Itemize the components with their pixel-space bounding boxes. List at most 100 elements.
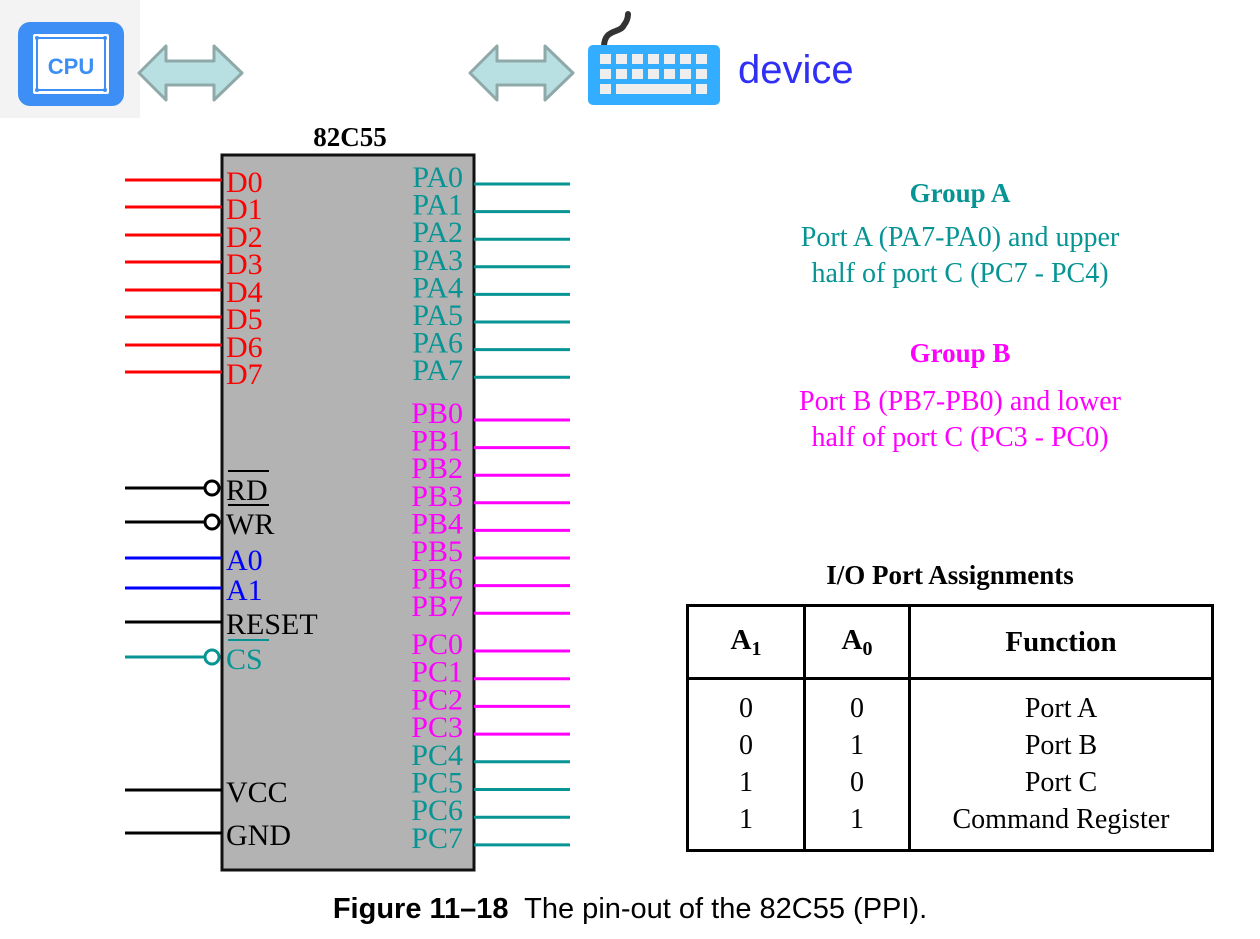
pin-pc5: PC5: [411, 767, 570, 800]
pin-label: PB7: [411, 590, 463, 623]
pin-pc2: PC2: [411, 683, 570, 716]
pin-pa5: PA5: [412, 299, 570, 332]
group-a-title: Group A: [909, 178, 1011, 208]
pin-label: D0: [226, 166, 263, 199]
keyboard-key: [632, 54, 643, 64]
pin-d1: D1: [125, 193, 263, 226]
pin-d7: D7: [125, 358, 263, 391]
pin-gnd: GND: [125, 819, 291, 852]
header-a0: A0: [804, 607, 911, 680]
table-cell-a0: 1: [850, 730, 864, 761]
pin-pa4: PA4: [412, 271, 570, 304]
pin-pa7: PA7: [412, 354, 570, 387]
keyboard-key: [616, 69, 627, 79]
pin-pa3: PA3: [412, 244, 570, 277]
keyboard-icon: [588, 11, 720, 105]
pin-label: PA1: [412, 189, 463, 222]
table-cell-a1: 0: [739, 730, 753, 761]
keyboard-key: [648, 54, 659, 64]
device-label: device: [738, 48, 854, 92]
pin-pa1: PA1: [412, 189, 570, 222]
pin-label: D2: [226, 221, 263, 254]
pin-label: PA6: [412, 327, 463, 360]
keyboard-key: [600, 69, 611, 79]
table-cell-a0: 0: [850, 767, 864, 798]
pin-label: D4: [226, 276, 263, 309]
left-double-arrow-icon: [137, 44, 244, 102]
table-cell-a1: 0: [739, 693, 753, 724]
pin-pb3: PB3: [411, 480, 570, 513]
pin-reset: RESET: [125, 608, 318, 641]
pin-d5: D5: [125, 303, 263, 336]
pin-label: PC0: [411, 628, 463, 661]
pin-label: PB3: [411, 480, 463, 513]
pin-d2: D2: [125, 221, 263, 254]
keyboard-key: [600, 84, 611, 94]
pin-label: VCC: [226, 776, 288, 809]
pin-pb4: PB4: [411, 507, 570, 540]
pin-label: D3: [226, 248, 263, 281]
keyboard-key: [632, 69, 643, 79]
group-b-line-2: half of port C (PC3 - PC0): [811, 422, 1109, 453]
pin-label: PC2: [411, 683, 463, 716]
function-column: Port A Port B Port C Command Register: [910, 679, 1212, 850]
pin-label: D6: [226, 331, 263, 364]
a1-column: 0 0 1 1: [689, 678, 806, 849]
table-cell-function: Port A: [1024, 693, 1098, 724]
group-a-description: Port A (PA7-PA0) and upper half of port …: [700, 220, 1220, 292]
table-cell-function: Port B: [1024, 730, 1098, 761]
pin-pb6: PB6: [411, 563, 570, 596]
pin-label: GND: [226, 819, 291, 852]
pin-label: PB1: [411, 425, 463, 458]
pin-a1: A1: [125, 574, 263, 607]
pin-label: D1: [226, 193, 263, 226]
a0-column: 0 1 0 1: [804, 678, 911, 849]
pin-label: WR: [226, 508, 274, 541]
pin-pc1: PC1: [411, 656, 570, 689]
group-b-title: Group B: [909, 338, 1011, 368]
pin-label: A1: [226, 574, 263, 607]
pin-label: PA5: [412, 299, 463, 332]
pin-pc0: PC0: [411, 628, 570, 661]
pin-cs: CS: [125, 639, 269, 676]
pin-label: PC7: [411, 822, 463, 855]
active-low-bubble-icon: [203, 479, 221, 497]
pin-label: PA0: [412, 161, 463, 194]
pin-label: PC5: [411, 767, 463, 800]
pin-label: RESET: [226, 608, 318, 641]
pin-pa0: PA0: [412, 161, 570, 194]
pin-label: PC4: [411, 739, 463, 772]
group-a-line-2: half of port C (PC7 - PC4): [811, 258, 1109, 289]
pin-label: PB0: [411, 397, 463, 430]
pin-pb5: PB5: [411, 535, 570, 568]
active-low-bubble-icon: [203, 513, 221, 531]
keyboard-key: [648, 69, 659, 79]
keyboard-key: [600, 54, 611, 64]
right-double-arrow-icon: [468, 44, 575, 102]
pin-label: D7: [226, 358, 263, 391]
table-cell-function: Port C: [1024, 767, 1098, 798]
chip-title: 82C55: [313, 122, 387, 152]
pin-d6: D6: [125, 331, 263, 364]
pin-pc3: PC3: [411, 711, 570, 744]
pin-label: PA7: [412, 354, 463, 387]
cpu-icon: CPU: [18, 22, 124, 106]
table-header-row: A1 A0 Function: [689, 607, 1211, 680]
header-a1: A1: [689, 607, 806, 680]
pin-d3: D3: [125, 248, 263, 281]
pin-pb7: PB7: [411, 590, 570, 623]
keyboard-key: [696, 84, 707, 94]
keyboard-key: [664, 69, 675, 79]
group-b-line-1: Port B (PB7-PB0) and lower: [799, 386, 1121, 417]
pin-label: D5: [226, 303, 263, 336]
pin-label: PC6: [411, 794, 463, 827]
figure-number: Figure 11–18: [332, 893, 509, 925]
keyboard-key: [680, 69, 691, 79]
pin-label: A0: [226, 544, 263, 577]
table-cell-a0: 1: [850, 804, 864, 835]
keyboard-key: [696, 69, 707, 79]
pin-pc6: PC6: [411, 794, 570, 827]
pin-pa6: PA6: [412, 327, 570, 360]
pin-label: PB2: [411, 452, 463, 485]
